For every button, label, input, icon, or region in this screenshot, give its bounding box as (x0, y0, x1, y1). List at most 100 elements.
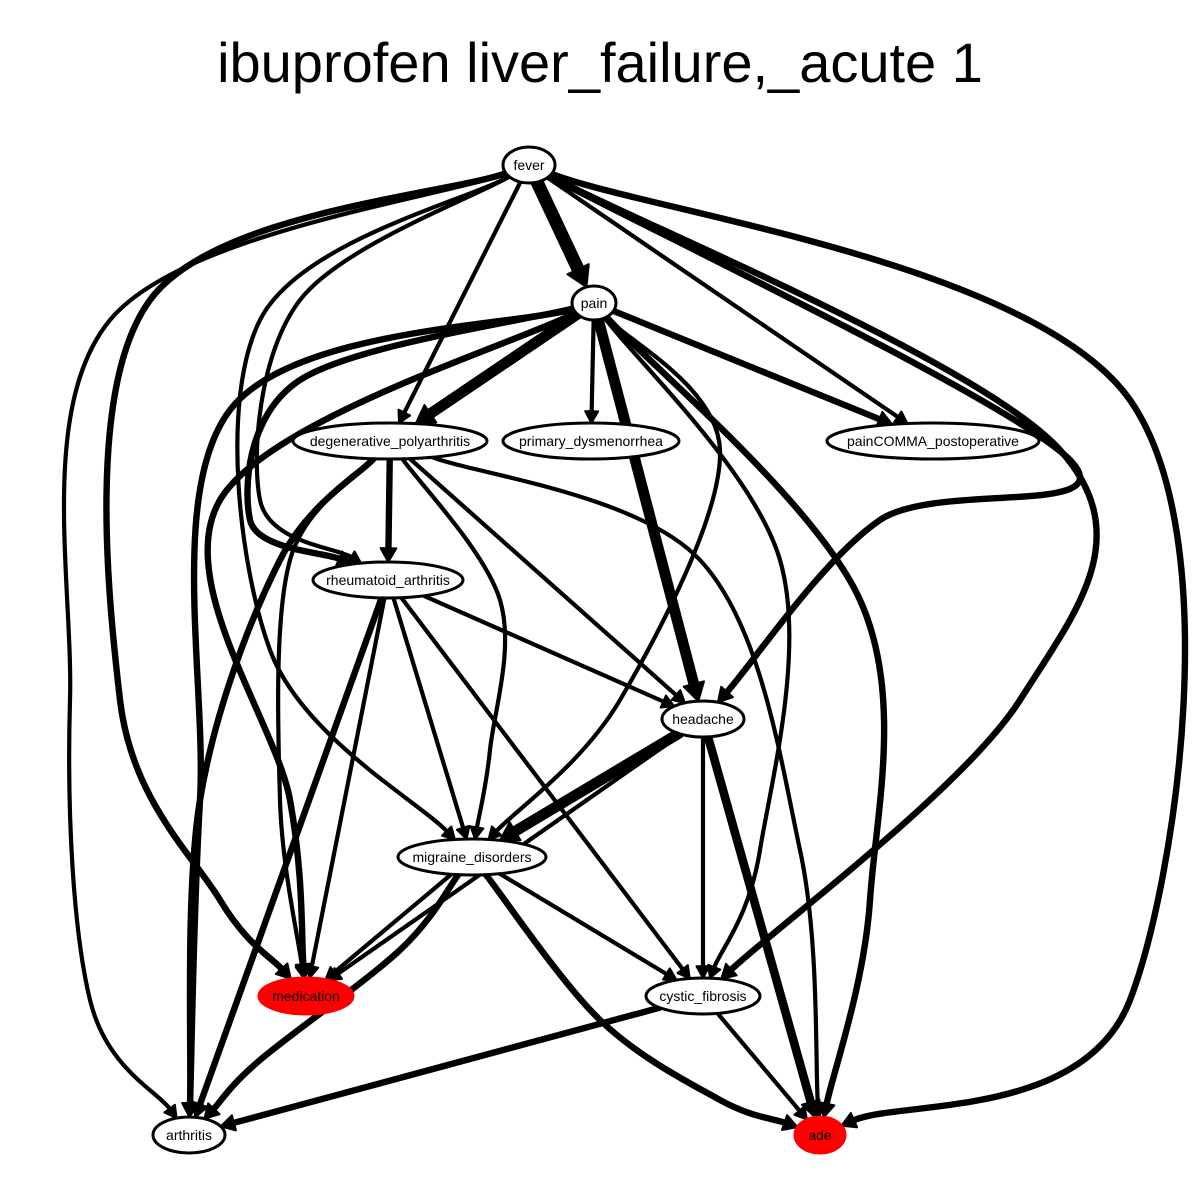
edge-arrowhead-degenerative_polyarthritis-to-headache (670, 689, 686, 704)
edge-arrowhead-degenerative_polyarthritis-to-rheumatoid_arthritis (379, 547, 398, 564)
edge-arrowhead-fever-to-arthritis (163, 1103, 178, 1120)
edge-arrowhead-fever-to-migraine_disorders (441, 825, 456, 841)
node-pain: pain (570, 284, 618, 322)
edge-arrowhead-cystic_fibrosis-to-ade (793, 1105, 809, 1121)
edge-headache-to-migraine_disorders (509, 728, 685, 837)
edge-pain-to-headache (592, 314, 700, 690)
edge-fever-to-cystic_fibrosis (546, 172, 1100, 973)
edge-degenerative_polyarthritis-to-ade (430, 455, 821, 1108)
edge-arrowhead-fever-to-pain (566, 263, 590, 289)
edge-arrowhead-cystic_fibrosis-to-arthritis (219, 1114, 237, 1132)
edge-arrowhead-headache-to-cystic_fibrosis (695, 965, 711, 979)
node-shape-headache (660, 699, 746, 739)
edge-arrowhead-fever-to-degenerative_polyarthritis (397, 408, 412, 425)
edge-fever-to-medication (103, 170, 510, 972)
edge-arrowhead-fever-to-medication (274, 962, 292, 980)
node-headache: headache (660, 699, 746, 739)
node-shape-pain (570, 284, 618, 322)
edge-arrowhead-pain-to-migraine_disorders (487, 825, 503, 841)
edge-rheumatoid_arthritis-to-headache (421, 593, 666, 704)
edge-arrowhead-pain-to-primary_dysmenorrhea (584, 410, 600, 425)
node-label-cystic_fibrosis: cystic_fibrosis (659, 988, 746, 1004)
edge-migraine_disorders-to-ade (482, 871, 788, 1126)
node-painCOMMA_postoperative: painCOMMA_postoperative (825, 421, 1041, 461)
edge-pain-to-primary_dysmenorrhea (589, 317, 596, 414)
node-shape-rheumatoid_arthritis (311, 560, 465, 600)
edge-arrowhead-fever-to-headache (716, 685, 734, 704)
edge-rheumatoid_arthritis-to-cystic_fibrosis (399, 595, 685, 972)
edge-fever-to-headache (546, 172, 1083, 696)
edge-degenerative_polyarthritis-to-headache (407, 456, 679, 698)
node-label-primary_dysmenorrhea: primary_dysmenorrhea (519, 433, 663, 449)
node-shape-medication (257, 976, 355, 1016)
edge-pain-to-medication (204, 309, 580, 968)
node-label-painCOMMA_postoperative: painCOMMA_postoperative (847, 433, 1019, 449)
edge-pain-to-cystic_fibrosis (602, 315, 792, 970)
edge-pain-to-arthritis (186, 305, 577, 1107)
edge-headache-to-ade (703, 732, 816, 1107)
node-label-arthritis: arthritis (166, 1127, 212, 1143)
edge-arrowhead-migraine_disorders-to-arthritis (203, 1102, 221, 1120)
edge-fever-to-degenerative_polyarthritis (402, 179, 523, 415)
node-migraine_disorders: migraine_disorders (396, 837, 548, 877)
edge-pain-to-painCOMMA_postoperative (610, 307, 883, 423)
node-arthritis: arthritis (151, 1115, 227, 1155)
edge-degenerative_polyarthritis-to-medication (276, 456, 378, 969)
node-ade: ade (793, 1115, 847, 1155)
edge-degenerative_polyarthritis-to-migraine_disorders (400, 456, 508, 830)
edge-rheumatoid_arthritis-to-migraine_disorders (391, 595, 466, 830)
edge-arrowhead-rheumatoid_arthritis-to-cystic_fibrosis (676, 964, 691, 980)
node-label-fever: fever (513, 157, 544, 173)
edge-arrowhead-migraine_disorders-to-medication (324, 966, 340, 981)
edge-migraine_disorders-to-cystic_fibrosis (497, 871, 669, 977)
edge-migraine_disorders-to-medication (332, 872, 454, 975)
node-rheumatoid_arthritis: rheumatoid_arthritis (311, 560, 465, 600)
edge-arrowhead-rheumatoid_arthritis-to-migraine_disorders (455, 824, 471, 841)
edge-arrowhead-degenerative_polyarthritis-to-migraine_disorders (469, 825, 485, 841)
node-label-pain: pain (581, 295, 607, 311)
diagram-title: ibuprofen liver_failure,_acute 1 (217, 31, 983, 94)
edge-arrowhead-pain-to-headache (682, 680, 705, 703)
node-primary_dysmenorrhea: primary_dysmenorrhea (501, 421, 681, 461)
edge-degenerative_polyarthritis-to-rheumatoid_arthritis (385, 455, 393, 552)
node-degenerative_polyarthritis: degenerative_polyarthritis (291, 421, 489, 461)
edge-pain-to-rheumatoid_arthritis (244, 305, 577, 562)
node-label-ade: ade (808, 1127, 832, 1143)
node-shape-painCOMMA_postoperative (825, 421, 1041, 461)
edge-arrowhead-headache-to-ade (800, 1098, 821, 1119)
node-label-rheumatoid_arthritis: rheumatoid_arthritis (326, 572, 450, 588)
node-shape-cystic_fibrosis (644, 976, 762, 1016)
node-fever: fever (501, 145, 557, 185)
nodes-layer: fever pain degenerative_polyarthritis prima… (151, 145, 1041, 1155)
edge-fever-to-arthritis (61, 171, 509, 1111)
edge-arrowhead-rheumatoid_arthritis-to-arthritis (191, 1100, 209, 1119)
edge-arrowhead-fever-to-ade (840, 1112, 859, 1129)
edge-arrowhead-migraine_disorders-to-ade (780, 1114, 799, 1131)
node-label-degenerative_polyarthritis: degenerative_polyarthritis (310, 433, 470, 449)
node-label-headache: headache (672, 711, 734, 727)
edges-layer (61, 170, 1189, 1132)
edge-arrowhead-rheumatoid_arthritis-to-headache (659, 694, 676, 709)
node-label-medication: medication (272, 988, 340, 1004)
node-medication: medication (257, 976, 355, 1016)
edge-arrowhead-fever-to-cystic_fibrosis (720, 962, 738, 980)
node-shape-fever (501, 145, 557, 185)
node-shape-primary_dysmenorrhea (501, 421, 681, 461)
edge-arrowhead-rheumatoid_arthritis-to-medication (304, 964, 320, 980)
edge-arrowhead-pain-to-cystic_fibrosis (707, 963, 722, 980)
node-cystic_fibrosis: cystic_fibrosis (644, 976, 762, 1016)
node-shape-ade (793, 1115, 847, 1155)
edge-fever-to-ade (548, 170, 1189, 1124)
edge-rheumatoid_arthritis-to-arthritis (196, 594, 385, 1108)
edge-pain-to-migraine_disorders (494, 315, 723, 833)
edge-fever-to-painCOMMA_postoperative (545, 175, 900, 419)
edge-fever-to-pain (530, 175, 585, 276)
edge-pain-to-degenerative_polyarthritis (424, 308, 583, 420)
node-shape-arthritis (151, 1115, 227, 1155)
node-label-migraine_disorders: migraine_disorders (412, 849, 531, 865)
edge-pain-to-ade (603, 313, 888, 1107)
edge-cystic_fibrosis-to-ade (715, 1011, 802, 1113)
edge-rheumatoid_arthritis-to-medication (309, 595, 387, 969)
node-shape-migraine_disorders (396, 837, 548, 877)
